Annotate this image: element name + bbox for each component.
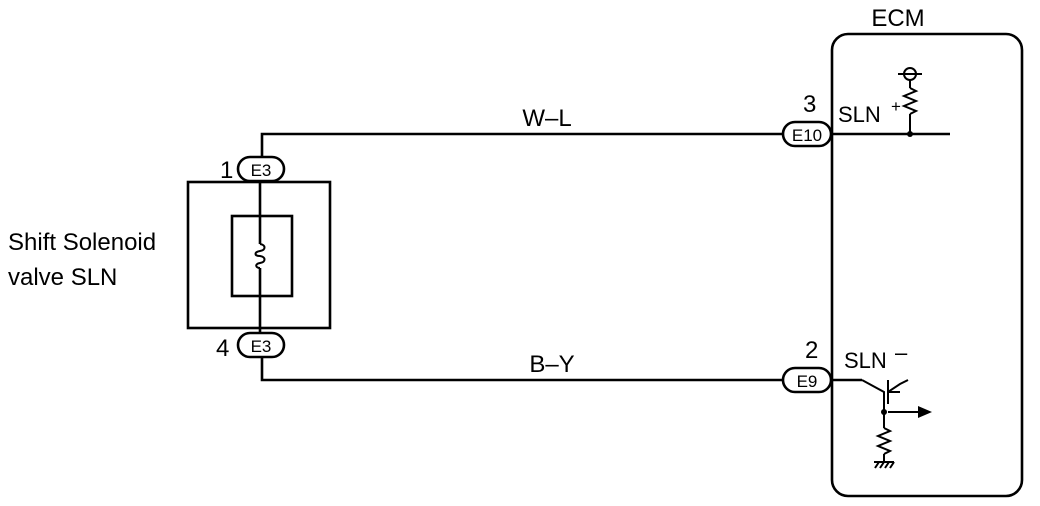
solenoid-coil-icon — [254, 243, 266, 269]
ground-icon — [874, 461, 895, 469]
pulldown-resistor-icon — [875, 412, 893, 462]
pin-number-3: 3 — [803, 91, 816, 118]
pullup-resistor-icon — [898, 67, 922, 137]
pin-number-1: 1 — [220, 157, 233, 184]
solenoid-label-line2: valve SLN — [8, 264, 117, 291]
wire-label-w-l: W–L — [522, 105, 571, 132]
wire-w-l — [260, 132, 783, 157]
connector-e3-top-label: E3 — [251, 161, 272, 180]
solenoid-inner-box — [230, 214, 294, 298]
connector-e3-bottom-label: E3 — [251, 337, 272, 356]
connector-e3-top — [236, 155, 286, 183]
signal-label-sln-minus: SLN — [844, 348, 887, 373]
ecm-box — [830, 32, 1024, 498]
wire-b-y — [260, 357, 783, 382]
solenoid-label-line1: Shift Solenoid — [8, 229, 156, 256]
connector-e3-bottom — [236, 331, 286, 359]
pin-number-4: 4 — [216, 335, 229, 362]
wire-label-b-y: B–Y — [529, 351, 574, 378]
signal-label-plus-sign: + — [891, 97, 901, 116]
pin-number-2: 2 — [805, 337, 818, 364]
ecm-title: ECM — [871, 5, 924, 32]
transistor-icon — [861, 379, 932, 418]
connector-e10-label: E10 — [792, 126, 822, 145]
signal-label-sln-plus: SLN — [838, 102, 881, 127]
signal-label-minus-sign: – — [895, 340, 908, 365]
connector-e9-label: E9 — [797, 372, 818, 391]
